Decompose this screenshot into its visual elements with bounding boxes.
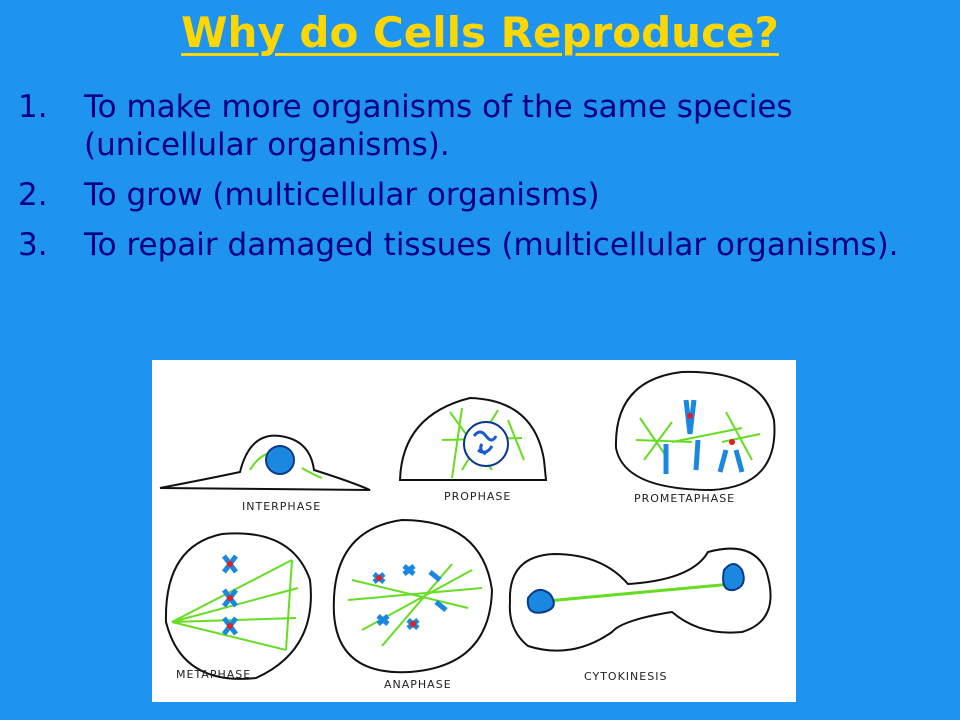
label-prophase: PROPHASE [444, 490, 511, 503]
slide-title: Why do Cells Reproduce? [181, 8, 779, 57]
list-item: 3. To repair damaged tissues (multicellu… [18, 226, 938, 264]
label-anaphase: ANAPHASE [384, 678, 452, 691]
prophase-cell [398, 396, 548, 481]
mitosis-diagram: INTERPHASE PROPHASE PROMETAPHASE METAPHA… [159, 370, 776, 691]
cytokinesis-cell [508, 547, 772, 652]
item-text: To repair damaged tissues (multicellular… [84, 227, 899, 263]
label-prometaphase: PROMETAPHASE [634, 492, 735, 505]
list-item: 2. To grow (multicellular organisms) [18, 176, 938, 214]
mitosis-illustration: INTERPHASE PROPHASE PROMETAPHASE METAPHA… [152, 360, 796, 702]
label-interphase: INTERPHASE [242, 500, 321, 513]
label-metaphase: METAPHASE [176, 668, 251, 681]
label-cytokinesis: CYTOKINESIS [584, 670, 667, 683]
list-item: 1. To make more organisms of the same sp… [18, 88, 938, 164]
reasons-list: 1. To make more organisms of the same sp… [18, 88, 938, 276]
metaphase-cell [164, 532, 312, 680]
item-text: To grow (multicellular organisms) [84, 177, 600, 213]
anaphase-cell [332, 518, 494, 674]
prometaphase-cell [614, 370, 776, 492]
item-number: 1. [18, 89, 48, 125]
item-number: 2. [18, 177, 48, 213]
item-text: To make more organisms of the same speci… [84, 89, 793, 163]
interphase-cell [159, 434, 371, 491]
item-number: 3. [18, 227, 48, 263]
